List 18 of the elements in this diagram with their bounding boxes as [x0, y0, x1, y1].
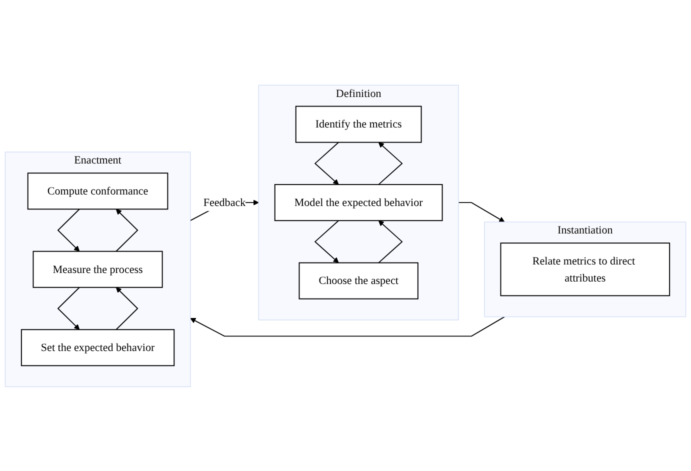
arrow [57, 286, 80, 330]
node-box: Set the expected behavior [20, 328, 175, 366]
arrow [378, 142, 403, 185]
edge-label: Feedback [203, 196, 246, 208]
node-box: Model the expected behavior [274, 184, 443, 221]
arrow [458, 202, 505, 222]
arrow [57, 208, 80, 252]
node-box: Compute conformance [27, 172, 168, 210]
node-box: Identify the metrics [295, 105, 422, 142]
arrow [314, 220, 340, 263]
arrow [314, 141, 340, 184]
node-box: Measure the process [32, 250, 163, 288]
arrow [378, 220, 403, 263]
node-box: Choose the aspect [298, 262, 418, 299]
node-box: Relate metrics to direct attributes [500, 242, 670, 296]
arrow [116, 208, 138, 252]
arrow [190, 316, 505, 336]
arrow [116, 286, 138, 330]
